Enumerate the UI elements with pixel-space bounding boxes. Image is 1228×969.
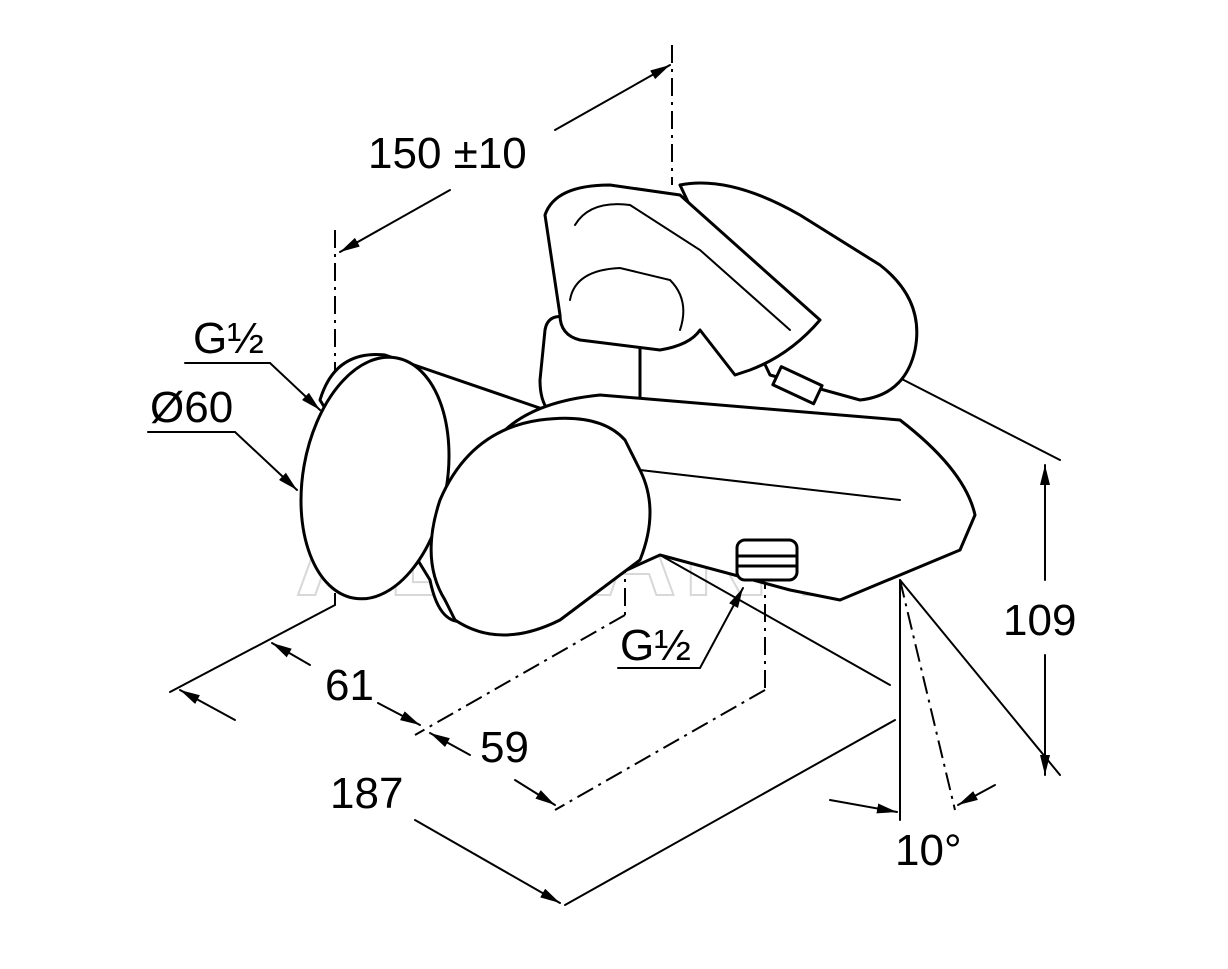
angle-incline (899, 579, 956, 811)
outlet-thread-icon (735, 538, 799, 582)
mixer-depth-ext (414, 614, 626, 736)
lever-inner-edge (574, 203, 791, 331)
height-bottom-ext-a (899, 579, 1061, 776)
diameter-leader (147, 431, 298, 491)
base-line (659, 554, 891, 686)
total-depth-arrow-right (414, 819, 561, 904)
spacing-arrow-left (339, 189, 451, 253)
total-depth-arrow-left (179, 689, 236, 721)
thread-outlet-leader (617, 587, 744, 669)
depth-b-label: 59 (480, 723, 529, 772)
faucet-body (299, 181, 977, 637)
height-label: 109 (1003, 596, 1076, 645)
indicator-button (771, 365, 824, 406)
lever-collar (569, 266, 685, 331)
lever-handle (543, 183, 822, 377)
depth-a-arrow-left (271, 642, 311, 666)
depth-a-label: 61 (325, 661, 374, 710)
depth-total-label: 187 (330, 769, 403, 818)
front-oval-face (429, 416, 652, 637)
thread-outlet-label: G½ (620, 621, 691, 670)
handle-housing (678, 181, 919, 402)
outlet-depth-ext (554, 689, 766, 811)
total-depth-ext (564, 719, 896, 906)
thread-left-label: G½ (193, 314, 264, 363)
depth-a-arrow-right (377, 702, 421, 726)
dimension-lines (147, 64, 1050, 904)
angle-label: 10° (895, 826, 962, 875)
spacing-label: 150 ±10 (368, 129, 527, 178)
angle-arrow-left (829, 799, 898, 814)
diameter-label: Ø60 (150, 383, 233, 432)
thread-left-leader (184, 362, 321, 411)
depth-b-arrow-left (429, 732, 471, 756)
angle-arrow-right (957, 784, 996, 806)
left-depth-ext (169, 604, 336, 693)
spacing-arrow-right (554, 64, 671, 131)
spout-edge (639, 469, 901, 501)
depth-b-arrow-right (514, 779, 556, 806)
dimension-labels: 150 ±10 G½ Ø60 G½ 109 61 59 187 10° (150, 129, 1076, 875)
